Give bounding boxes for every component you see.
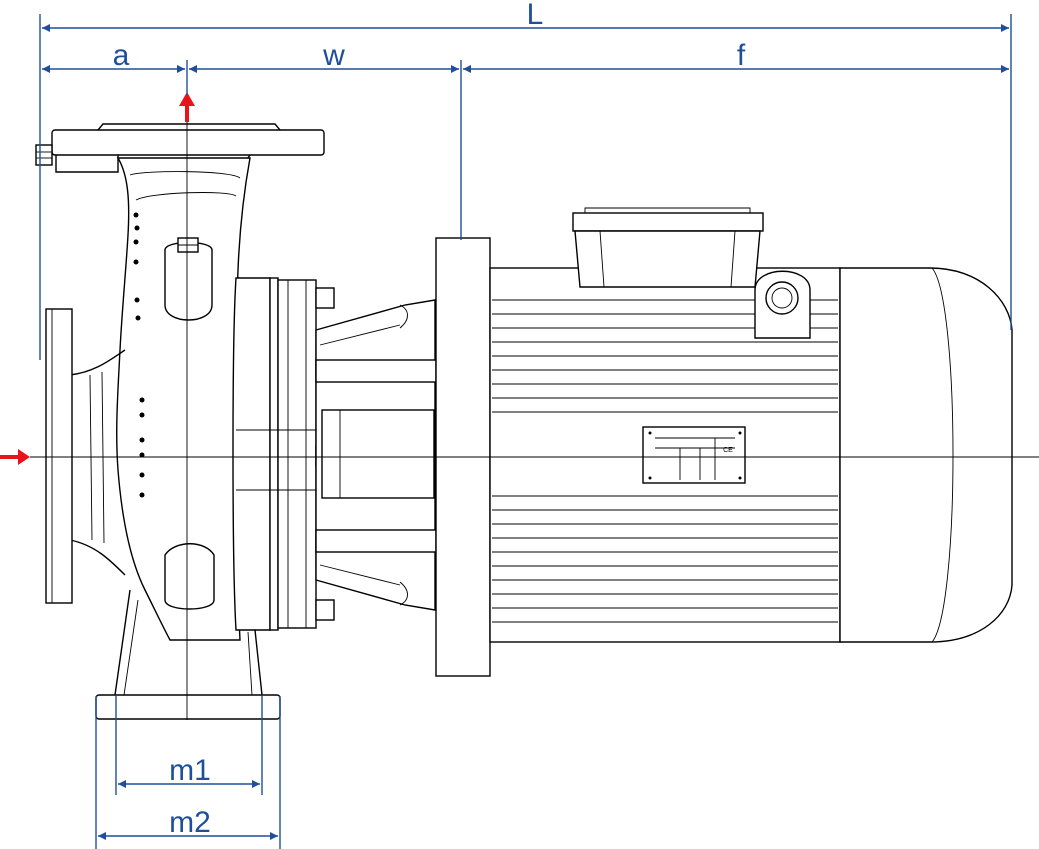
ce-mark-icon: CE	[723, 447, 733, 454]
fan-cover	[839, 267, 1013, 643]
label-f: f	[737, 39, 746, 72]
label-m2: m2	[169, 806, 211, 839]
label-m1: m1	[169, 754, 211, 787]
nameplate: CE	[642, 426, 746, 484]
label-L: L	[527, 0, 544, 31]
casting-marks	[133, 212, 145, 498]
flow-arrow-inlet	[0, 449, 30, 465]
dimension-lines	[39, 14, 1012, 849]
dimension-labels: L a w f m1 m2	[113, 0, 746, 839]
label-a: a	[113, 39, 130, 72]
flow-arrow-outlet	[179, 92, 195, 122]
motor-lantern	[315, 299, 437, 611]
label-w: w	[322, 39, 345, 72]
motor-stator: CE	[489, 207, 841, 643]
center-lines	[30, 95, 1039, 720]
seal-housing	[232, 277, 335, 631]
